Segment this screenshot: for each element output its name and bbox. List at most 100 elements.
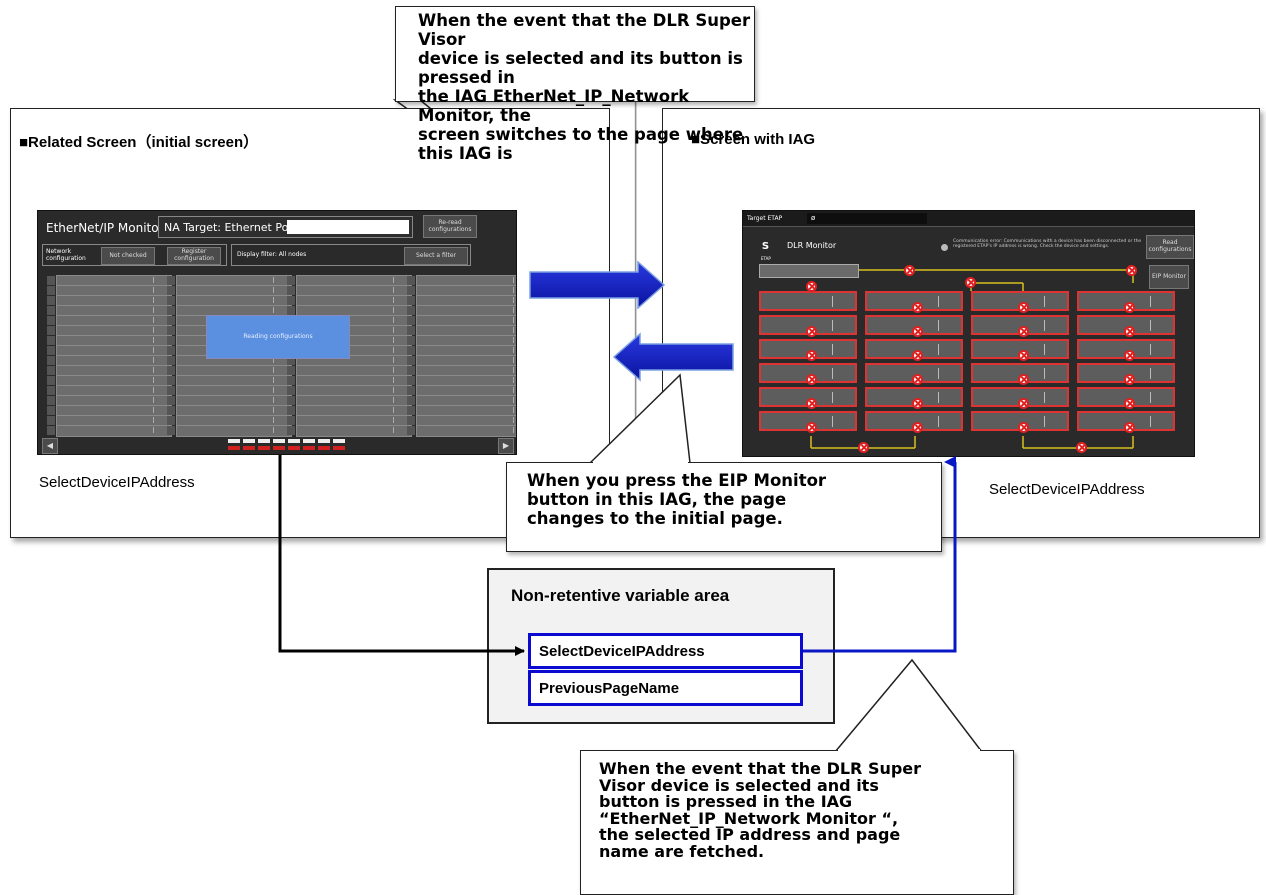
etap-label: ETAP (761, 256, 771, 261)
callout-line: name are fetched. (599, 841, 765, 861)
page-dot (273, 439, 285, 443)
page-dot (228, 439, 240, 443)
etap-node[interactable] (759, 264, 859, 278)
error-x-icon (912, 302, 923, 313)
callout-line: “EtherNet_IP_Network Monitor “, (599, 808, 899, 828)
register-button[interactable]: Register configuration (167, 247, 221, 265)
page-dot (333, 439, 345, 443)
error-x-icon (912, 326, 923, 337)
callout-bottom: When the event that the DLR Super Visor … (580, 750, 1014, 895)
bottom-callout-cover (838, 749, 980, 753)
error-x-icon (1124, 326, 1135, 337)
page-dot (333, 446, 345, 450)
error-x-icon (1124, 350, 1135, 361)
error-x-icon (904, 265, 915, 276)
error-message: Communication error: Communications with… (953, 239, 1142, 249)
error-x-icon (1018, 374, 1029, 385)
error-x-icon (1018, 326, 1029, 337)
dropdown-box (287, 220, 409, 234)
error-x-icon (1124, 422, 1135, 433)
error-x-icon (806, 281, 817, 292)
dlr-monitor-screen: Target ETAP ø S DLR Monitor Communicatio… (742, 210, 1195, 457)
callout-line: When the event that the DLR Super (599, 759, 922, 778)
error-x-icon (1124, 374, 1135, 385)
callout-line: changes to the initial page. (527, 509, 783, 528)
page-dot (228, 446, 240, 450)
target-bar: Target ETAP ø (743, 211, 1194, 227)
target-field (807, 213, 927, 224)
variable-area-title: Non-retentive variable area (511, 586, 730, 605)
node-cell[interactable] (47, 425, 172, 437)
page-dot (288, 439, 300, 443)
error-x-icon (806, 374, 817, 385)
error-x-icon (912, 350, 923, 361)
error-x-icon (912, 374, 923, 385)
filter-bar: Display filter: All nodes Select a filte… (231, 244, 471, 266)
middle-callout-cover (593, 461, 688, 465)
error-x-icon (1018, 302, 1029, 313)
reread-button[interactable]: Re-read configurations (423, 215, 477, 238)
callout-line: button is pressed in the IAG (599, 792, 853, 811)
network-label: Network configuration (46, 248, 86, 262)
panel-title: ■Screen with IAG (691, 131, 816, 148)
select-filter-button[interactable]: Select a filter (404, 247, 468, 265)
page-dot (318, 439, 330, 443)
read-config-button[interactable]: Read configurations (1146, 235, 1194, 259)
select-device-ip-caption: SelectDeviceIPAddress (39, 474, 195, 491)
callout-line: the selected IP address and page (599, 825, 901, 844)
page-dot (303, 439, 315, 443)
dlr-title: DLR Monitor (787, 241, 837, 250)
target-value: ø (811, 214, 816, 222)
eip-monitor-screen: EtherNet/IP Monitor NA Target: Ethernet … (37, 210, 517, 455)
panel-title: ■Related Screen（initial screen） (19, 134, 259, 151)
eip-title: EtherNet/IP Monitor (46, 221, 164, 235)
var-previous-page-name: PreviousPageName (528, 670, 803, 706)
error-x-icon (1076, 442, 1087, 453)
page-dot (258, 439, 270, 443)
error-x-icon (806, 422, 817, 433)
error-x-icon (1018, 422, 1029, 433)
callout-line: the IAG EtherNet_IP_Network Monitor, the (418, 87, 690, 125)
eip-monitor-button[interactable]: EIP Monitor (1149, 265, 1189, 289)
page-indicator (228, 439, 348, 453)
prev-page-button[interactable]: ◀ (42, 438, 58, 454)
callout-line: When you press the EIP Monitor (527, 471, 827, 490)
s-badge: S (757, 237, 774, 255)
na-target-select[interactable]: NA Target: Ethernet Port (158, 216, 413, 238)
error-x-icon (1018, 398, 1029, 409)
page-dot (318, 446, 330, 450)
error-x-icon (858, 442, 869, 453)
next-page-button[interactable]: ▶ (498, 438, 514, 454)
callout-line: device is selected and its button is pre… (418, 49, 743, 87)
dlr-node[interactable] (759, 291, 857, 311)
callout-line: button in this IAG, the page (527, 490, 787, 509)
display-filter-label: Display filter: All nodes (237, 251, 307, 258)
callout-line: When the event that the DLR Super Visor (418, 11, 751, 49)
node-cell[interactable] (47, 275, 172, 287)
page-dot (258, 446, 270, 450)
error-x-icon (806, 398, 817, 409)
dlr-node-grid (743, 211, 1194, 456)
error-x-icon (912, 422, 923, 433)
error-x-icon (806, 326, 817, 337)
error-x-icon (965, 277, 976, 288)
na-target-label: NA Target: Ethernet Port (164, 221, 298, 234)
select-device-ip-caption: SelectDeviceIPAddress (989, 481, 1145, 498)
page-dot (288, 446, 300, 450)
page-dot (243, 446, 255, 450)
var-select-device-ip: SelectDeviceIPAddress (528, 633, 803, 669)
page-dot (243, 439, 255, 443)
callout-top: When the event that the DLR Super Visor … (395, 6, 755, 163)
network-bar: Network configuration Not checked Regist… (42, 244, 227, 266)
target-label: Target ETAP (747, 215, 783, 222)
not-checked-button[interactable]: Not checked (101, 247, 155, 265)
page-dot (273, 446, 285, 450)
error-x-icon (1018, 350, 1029, 361)
page-dot (303, 446, 315, 450)
error-x-icon (912, 398, 923, 409)
error-x-icon (1124, 398, 1135, 409)
warning-icon (941, 244, 948, 251)
node-cell[interactable] (407, 425, 516, 437)
callout-line: screen switches to the page where this I… (418, 125, 744, 163)
reading-dialog: Reading configurations (206, 315, 350, 359)
